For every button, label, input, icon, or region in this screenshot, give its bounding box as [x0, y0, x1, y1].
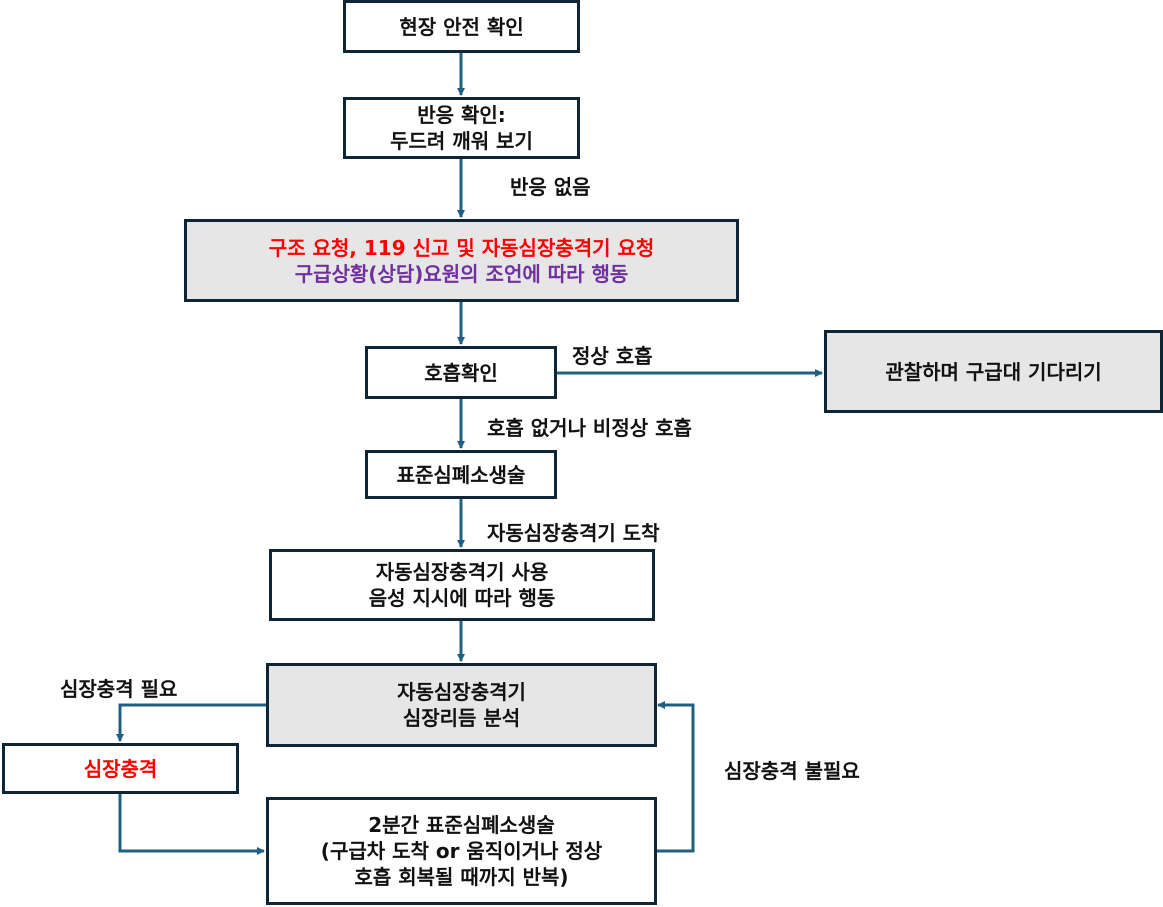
- node-text: 심장리듬 분석: [402, 706, 521, 730]
- node-text: (구급차 도착 or 움직이거나 정상: [320, 839, 603, 863]
- node-check-scene: 현장 안전 확인: [343, 0, 580, 53]
- node-shock: 심장충격: [2, 743, 239, 794]
- node-text: 현장 안전 확인: [399, 14, 524, 39]
- node-text: 두드려 깨워 보기: [390, 129, 533, 153]
- node-text: 관찰하며 구급대 기다리기: [885, 359, 1102, 384]
- node-text: 표준심폐소생술: [396, 462, 526, 487]
- node-text: 2분간 표준심폐소생술: [368, 813, 555, 837]
- arrow-cpr2-to-analyze: [656, 701, 695, 853]
- node-text: 자동심장충격기 사용: [375, 560, 549, 584]
- edge-label-no-response: 반응 없음: [510, 175, 591, 199]
- node-text: 구조 요청, 119 신고 및 자동심장충격기 요청: [268, 235, 655, 260]
- node-text: 반응 확인:: [417, 103, 506, 127]
- edge-label-abnormal-breathing: 호흡 없거나 비정상 호흡: [487, 416, 692, 440]
- node-text: 음성 지시에 따라 행동: [368, 586, 556, 610]
- node-check-response: 반응 확인:두드려 깨워 보기: [343, 97, 580, 159]
- node-text: 호흡 회복될 때까지 반복): [354, 865, 569, 889]
- arrow-shock-to-cpr2: [118, 793, 265, 855]
- node-text: 호흡확인: [424, 360, 498, 385]
- node-standard-cpr: 표준심폐소생술: [365, 450, 557, 499]
- node-text: 심장충격: [83, 756, 158, 781]
- edge-label-shock-not-needed: 심장충격 불필요: [724, 759, 860, 783]
- node-text: 자동심장충격기: [397, 680, 526, 704]
- edge-label-normal-breathing: 정상 호흡: [572, 344, 653, 368]
- node-check-breathing: 호흡확인: [365, 346, 557, 399]
- node-text: 구급상황(상담)요원의 조언에 따라 행동: [294, 261, 629, 286]
- arrow-analyze-to-shock: [116, 703, 266, 742]
- edge-label-shock-needed: 심장충격 필요: [60, 677, 178, 701]
- edge-label-aed-arrival: 자동심장충격기 도착: [487, 521, 660, 545]
- node-observe-wait: 관찰하며 구급대 기다리기: [824, 330, 1163, 413]
